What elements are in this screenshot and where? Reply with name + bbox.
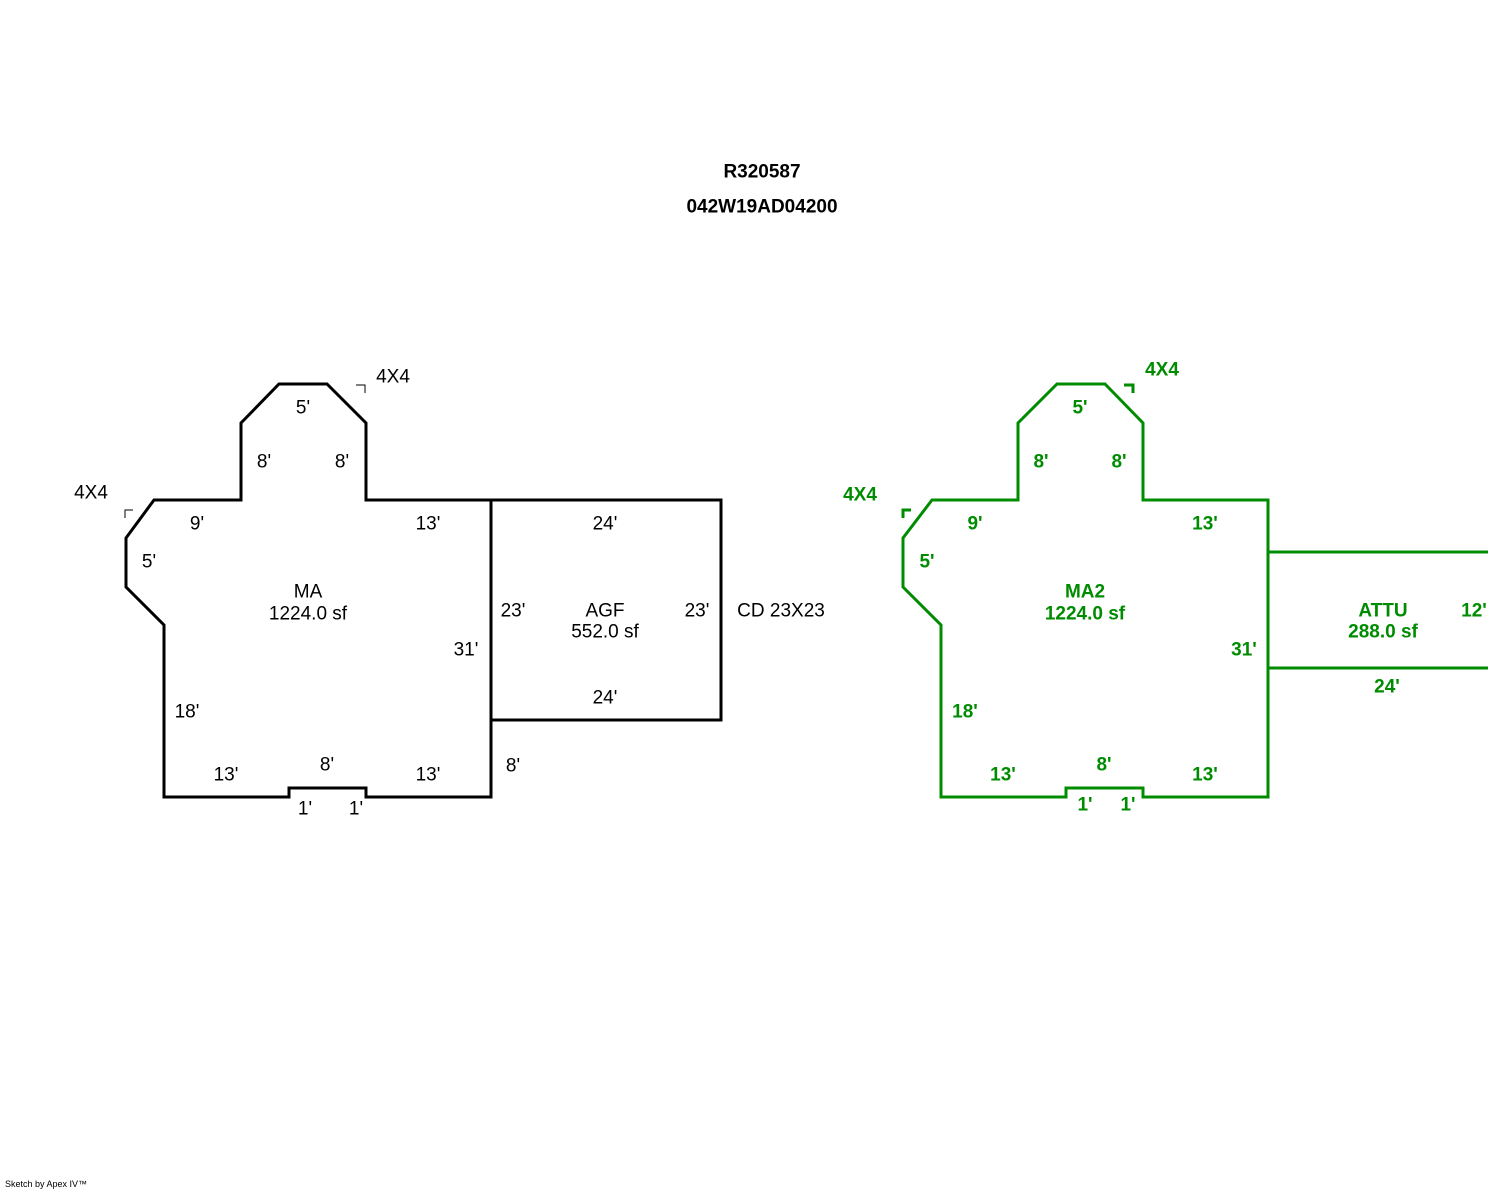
dim: 8': [256, 451, 272, 473]
dim: 12': [1461, 600, 1487, 622]
ma2-area: 1224.0 sf: [1044, 603, 1126, 625]
ma2-label: MA2: [1064, 581, 1106, 603]
footer-credit: Sketch by Apex IV™: [5, 1179, 88, 1189]
dim: 13': [415, 764, 441, 786]
parcel-number: 042W19AD04200: [686, 196, 838, 218]
dim: 5': [141, 551, 157, 573]
dim: 9': [189, 513, 205, 535]
dim: 1': [348, 798, 364, 820]
bay-marker-left-green: [901, 508, 911, 518]
dim: 5': [295, 397, 311, 419]
dim: 8': [334, 451, 350, 473]
dim: 13': [415, 513, 441, 535]
dim: 13': [1192, 764, 1218, 786]
dim: 9': [967, 513, 983, 535]
cd-label: CD 23X23: [737, 600, 825, 622]
dim: 23': [500, 600, 526, 622]
dim: 5': [919, 551, 935, 573]
dim: 23': [684, 600, 710, 622]
bay-label-left: 4X4: [74, 482, 108, 504]
ma-label: MA: [293, 581, 323, 603]
dim: 18': [174, 701, 200, 723]
dim: 13': [213, 764, 239, 786]
dim: 8': [1096, 754, 1112, 776]
dim: 8': [505, 755, 521, 777]
dim: 8': [1111, 451, 1127, 473]
dim: 13': [1192, 513, 1218, 535]
dim: 8': [319, 754, 335, 776]
dim: 13': [990, 764, 1016, 786]
ma-area: 1224.0 sf: [268, 603, 348, 625]
bay-marker-top: [356, 384, 366, 393]
attu-area: 288.0 sf: [1348, 621, 1418, 643]
dim: 8': [1033, 451, 1049, 473]
ma2-outline: [901, 382, 1270, 799]
attu-label: ATTU: [1358, 600, 1408, 622]
agf-label: AGF: [585, 600, 625, 622]
dim: 24': [592, 687, 618, 709]
dim: 1': [1077, 794, 1093, 816]
agf-outline: [489, 498, 723, 722]
dim: 1': [1120, 794, 1136, 816]
account-number: R320587: [723, 161, 801, 183]
dim: 18': [952, 701, 978, 723]
ma-outline: [124, 382, 493, 799]
dim: 31': [453, 639, 479, 661]
bay-label-top: 4X4: [376, 366, 410, 388]
dim: 1': [297, 798, 313, 820]
bay-label-left-green: 4X4: [843, 484, 877, 506]
dim: 5': [1072, 397, 1088, 419]
bay-marker-left: [124, 509, 133, 518]
dim: 24': [592, 513, 618, 535]
agf-area: 552.0 sf: [571, 621, 639, 643]
bay-label-top-green: 4X4: [1145, 359, 1179, 381]
dim: 24': [1374, 676, 1400, 698]
bay-marker-top-green: [1124, 383, 1135, 393]
dim: 31': [1231, 639, 1257, 661]
